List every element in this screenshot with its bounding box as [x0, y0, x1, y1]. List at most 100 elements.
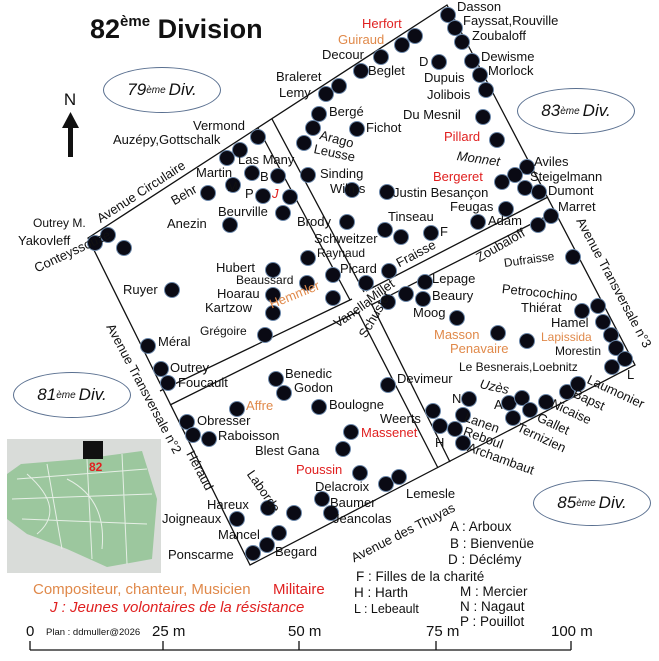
grave-dot — [179, 414, 195, 430]
grave-label: Feugas — [450, 199, 494, 214]
grave-dot — [305, 120, 321, 136]
grave-dot — [455, 407, 471, 423]
grave-dot — [559, 384, 575, 400]
street-fraisse-1 — [365, 196, 549, 292]
grave-dot — [494, 174, 510, 190]
grave-dot — [519, 159, 535, 175]
page-title: 82ème Division — [90, 13, 263, 44]
grave-label: Marret — [558, 199, 596, 214]
grave-dot — [358, 275, 374, 291]
grave-dot — [311, 399, 327, 415]
grave-label: Hoarau — [217, 286, 260, 301]
grave-label: P — [245, 186, 254, 201]
grave-label: Godon — [294, 380, 334, 395]
grave-dot — [425, 403, 441, 419]
grave-dot — [373, 49, 389, 65]
grave-dot — [311, 106, 327, 122]
grave-dot — [314, 491, 330, 507]
grave-label: F — [440, 224, 448, 239]
legend-f: F : Filles de la charité — [356, 569, 485, 584]
grave-dot — [296, 135, 312, 151]
grave-dot — [260, 500, 276, 516]
grave-label: Massenet — [361, 425, 418, 440]
grave-label: Ponscarme — [168, 547, 234, 562]
grave-dot — [343, 424, 359, 440]
grave-dot — [331, 78, 347, 94]
grave-dot — [245, 545, 261, 561]
grave-dot — [440, 7, 456, 23]
grave-dot — [574, 303, 590, 319]
grave-dot — [255, 188, 271, 204]
grave-dot — [417, 274, 433, 290]
grave-dot — [475, 109, 491, 125]
grave-dot — [300, 250, 316, 266]
grave-dot — [498, 201, 514, 217]
grave-label: Morlock — [488, 63, 534, 78]
grave-label: Dupuis — [424, 70, 465, 85]
grave-dot — [225, 177, 241, 193]
grave-label: Herfort — [362, 16, 402, 31]
grave-label: Decour — [322, 47, 364, 62]
grave-label: Joigneaux — [162, 511, 222, 526]
grave-dot — [318, 86, 334, 102]
grave-dot — [265, 305, 281, 321]
grave-label: Raboisson — [218, 428, 280, 443]
legend-musician: Compositeur, chanteur, Musicien — [33, 581, 251, 598]
grave-dot — [268, 371, 284, 387]
grave-dot — [325, 267, 341, 283]
grave-dot — [507, 167, 523, 183]
grave-label: Wilms — [330, 181, 366, 196]
grave-dot — [391, 469, 407, 485]
grave-dot — [461, 391, 477, 407]
grave-label: Weerts — [380, 411, 421, 426]
grave-label: A — [494, 397, 503, 412]
grave-dot — [201, 431, 217, 447]
legend-b: B : Bienvenüe — [450, 536, 535, 551]
grave-label: Poussin — [296, 462, 343, 477]
grave-dot — [353, 63, 369, 79]
legend-resistance: J : Jeunes volontaires de la résistance — [50, 599, 305, 616]
grave-dot — [299, 275, 315, 291]
division-boundary — [87, 4, 636, 566]
grave-label: Aviles — [534, 154, 569, 169]
grave-dot — [543, 208, 559, 224]
grave-label: Beaury — [432, 288, 474, 303]
grave-dot — [519, 333, 535, 349]
grave-label: Baumer — [330, 495, 376, 510]
grave-dot — [222, 217, 238, 233]
grave-label: Jolibois — [427, 87, 471, 102]
grave-dot — [276, 385, 292, 401]
grave-dot — [116, 240, 132, 256]
grave-dot — [325, 290, 341, 306]
grave-dot — [431, 54, 447, 70]
grave-dot — [282, 189, 298, 205]
grave-label: Pillard — [444, 129, 481, 144]
grave-label: Brody — [297, 214, 331, 229]
grave-label: N — [452, 391, 462, 406]
grave-dot — [505, 410, 521, 426]
grave-label: Hubert — [216, 260, 256, 275]
grave-label: Le Besnerais,Loebnitz — [459, 360, 578, 374]
grave-dot — [265, 262, 281, 278]
grave-label: Fayssat,Rouville — [463, 13, 559, 28]
grave-dot — [472, 67, 488, 83]
grave-label: Dasson — [457, 0, 502, 14]
grave-label: Yakovleff — [18, 233, 71, 248]
grave-label: Beurville — [218, 204, 268, 219]
grave-label: Delacroix — [315, 479, 370, 494]
grave-dot — [349, 121, 365, 137]
grave-dot — [570, 376, 586, 392]
legend-h: H : Harth — [354, 585, 409, 600]
street-schuster-2 — [371, 304, 451, 463]
grave-label: Adam — [488, 213, 522, 228]
street-hemmler-1 — [159, 298, 353, 392]
grave-label: Mancel — [218, 527, 260, 542]
grave-dot — [200, 185, 216, 201]
grave-dot — [380, 377, 396, 393]
grave-label: Boulogne — [329, 397, 384, 412]
grave-label: Las Many — [238, 152, 295, 167]
legend-d: D : Déclémy — [448, 552, 522, 567]
grave-label: B — [260, 169, 269, 184]
